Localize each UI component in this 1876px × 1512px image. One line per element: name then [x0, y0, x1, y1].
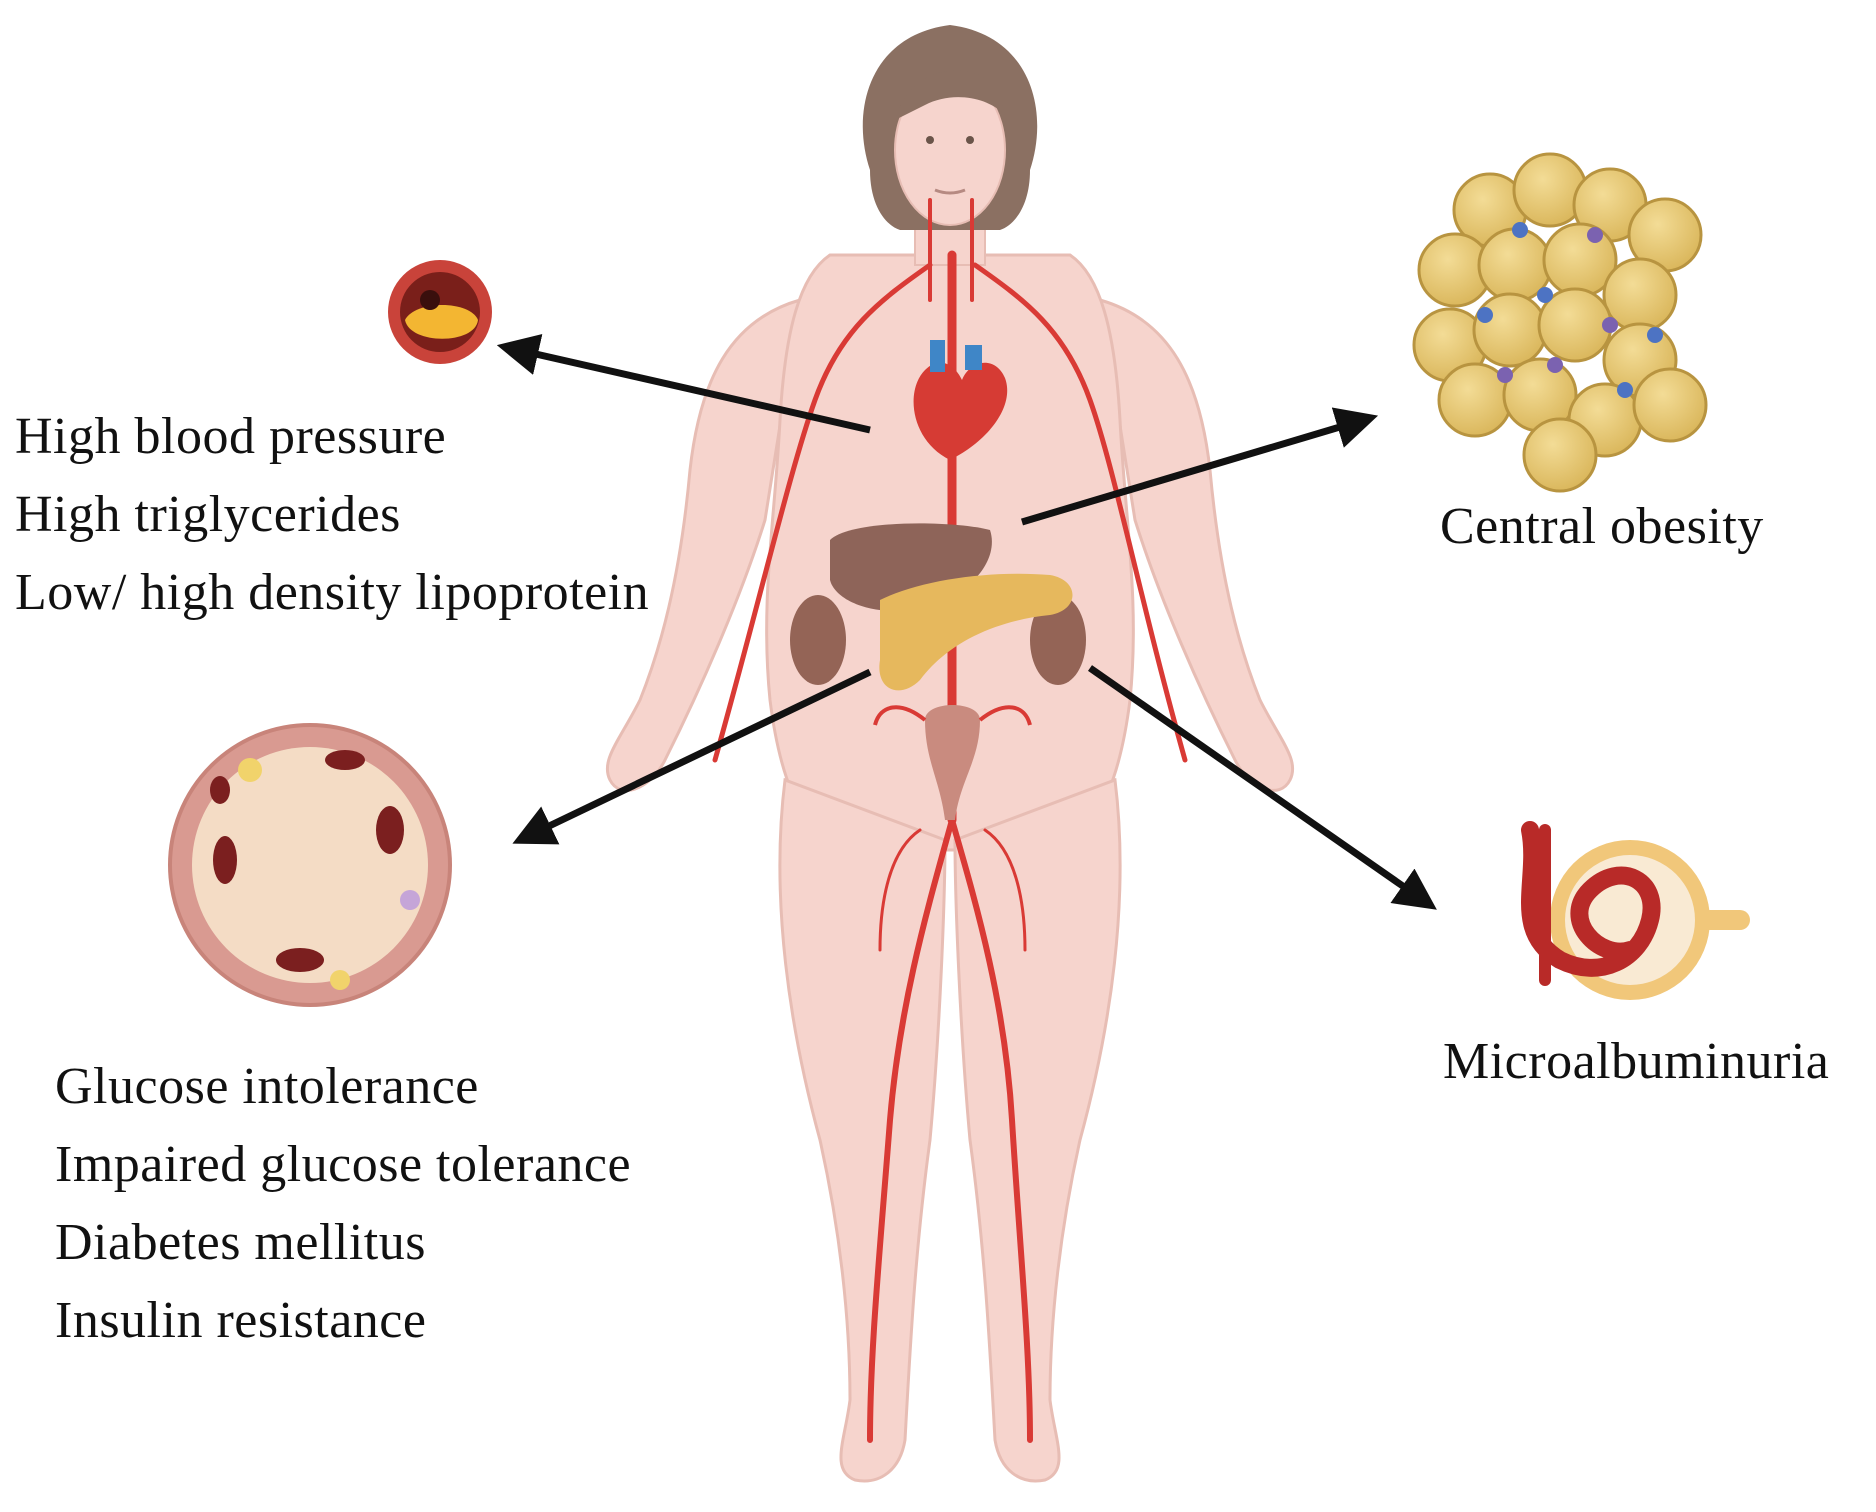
risk-line: Insulin resistance	[55, 1292, 427, 1349]
risk-line: High blood pressure	[15, 408, 447, 465]
fat-cell	[1632, 367, 1708, 443]
adipose-tissue-icon	[1412, 152, 1708, 493]
immune-cell	[1547, 357, 1563, 373]
artery-plaque-icon	[388, 260, 492, 364]
pancreatic-islet-icon	[168, 723, 452, 1007]
left-arm	[605, 297, 802, 792]
microalbuminuria-label: Microalbuminuria	[1443, 1023, 1829, 1101]
cardiovascular-risks-label: High blood pressure High triglycerides L…	[15, 398, 649, 632]
left-leg	[778, 777, 947, 1483]
risk-line: Low/ high density lipoprotein	[15, 564, 650, 621]
arrow-to-glomerulus	[1087, 665, 1437, 910]
bangs	[895, 70, 1005, 120]
risk-line: High triglycerides	[15, 486, 401, 543]
risk-line: Central obesity	[1440, 498, 1764, 555]
left-eye	[926, 136, 934, 144]
glomerulus-icon	[1521, 821, 1750, 1000]
glucose-metabolism-label: Glucose intolerance Impaired glucose tol…	[55, 1048, 631, 1360]
uterus-icon	[873, 705, 1032, 820]
immune-cell	[1537, 287, 1553, 303]
immune-cell	[1477, 307, 1493, 323]
right-arm	[1098, 297, 1295, 792]
immune-cell	[1647, 327, 1663, 343]
heart-icon	[913, 340, 1008, 460]
pancreas-icon	[879, 573, 1073, 691]
immune-cell	[1617, 382, 1633, 398]
arrow-to-artery	[496, 333, 871, 434]
immune-cell	[1587, 227, 1603, 243]
central-obesity-label: Central obesity	[1440, 488, 1764, 566]
immune-cell	[1512, 222, 1528, 238]
immune-cell	[1497, 367, 1513, 383]
fat-cell	[1522, 417, 1598, 493]
fat-cell	[1472, 292, 1548, 368]
risk-line: Microalbuminuria	[1443, 1033, 1830, 1090]
arrow-to-islet	[512, 668, 872, 845]
left-kidney-icon	[790, 595, 846, 685]
risk-line: Glucose intolerance	[55, 1058, 479, 1115]
right-kidney-icon	[1030, 595, 1086, 685]
risk-line: Impaired glucose tolerance	[55, 1136, 632, 1193]
risk-line: Diabetes mellitus	[55, 1214, 426, 1271]
right-leg	[953, 777, 1122, 1483]
arrow-to-adipose	[1020, 407, 1379, 526]
mouth	[934, 188, 966, 195]
immune-cell	[1602, 317, 1618, 333]
right-eye	[966, 136, 974, 144]
arrows	[496, 333, 1437, 910]
